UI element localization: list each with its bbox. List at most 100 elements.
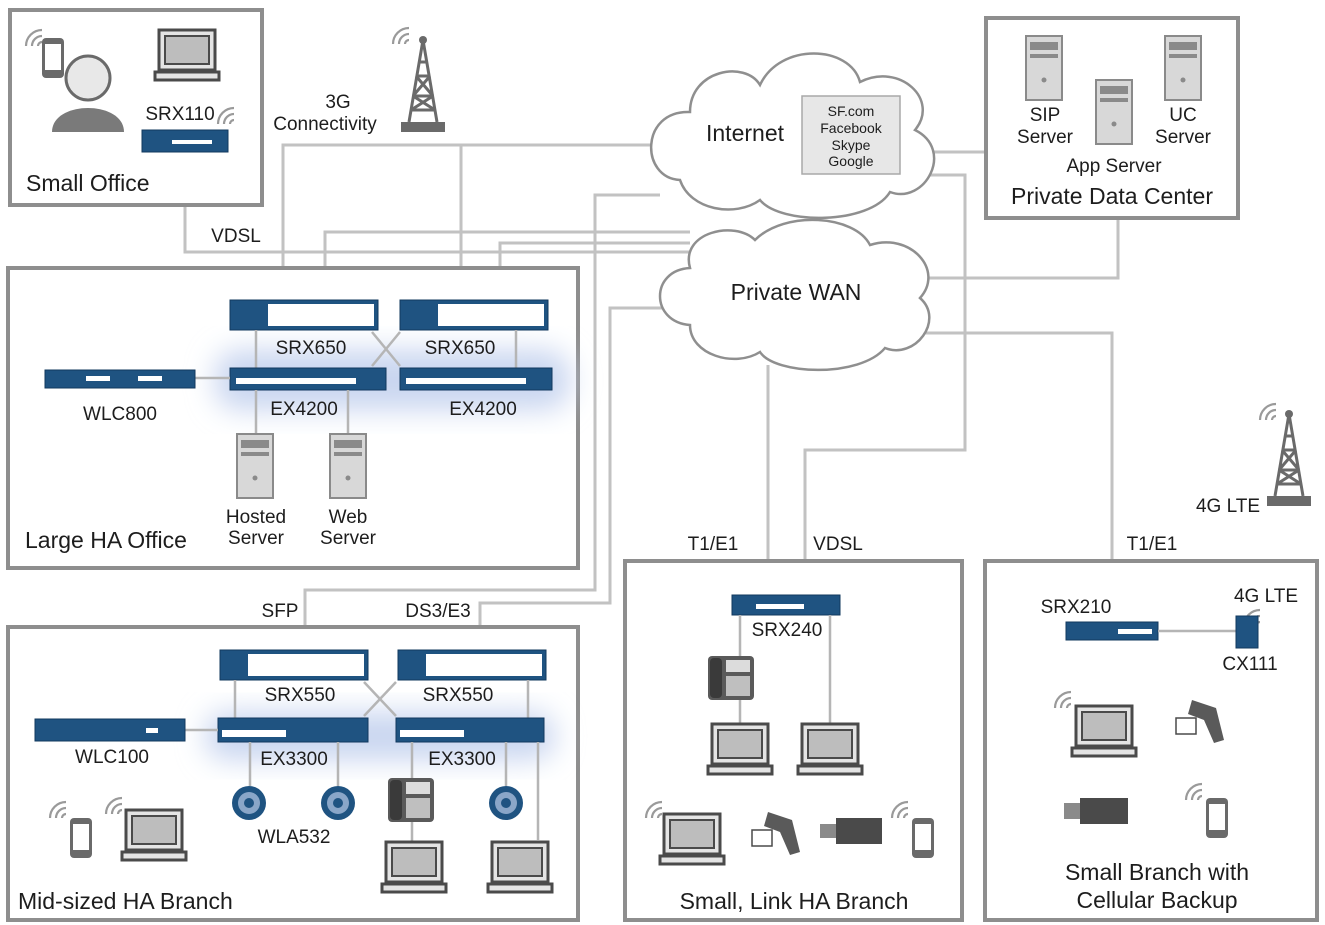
uc-label-2: Server bbox=[1155, 127, 1212, 148]
private-wan-cloud: Private WAN bbox=[658, 218, 931, 372]
web-label-1: Web bbox=[329, 507, 368, 528]
srx110-ports bbox=[172, 140, 212, 144]
srx550-b-panel bbox=[426, 654, 542, 676]
server-icon bbox=[1025, 35, 1063, 101]
t1-label-b: T1/E1 bbox=[1127, 534, 1178, 555]
saas-google: Google bbox=[828, 153, 873, 169]
sip-label-2: Server bbox=[1017, 127, 1074, 148]
srx110-label: SRX110 bbox=[145, 104, 214, 125]
phone-icon bbox=[912, 818, 934, 858]
access-point-icon bbox=[321, 786, 355, 820]
srx210-ports bbox=[1118, 629, 1152, 634]
laptop-icon bbox=[153, 28, 221, 82]
wifi-icon bbox=[391, 26, 411, 46]
usb-modem-icon bbox=[1064, 798, 1128, 824]
ex4200-a-label: EX4200 bbox=[270, 399, 338, 420]
srx550-b-label: SRX550 bbox=[423, 685, 494, 706]
cx111-label: CX111 bbox=[1222, 654, 1277, 675]
server-icon bbox=[1164, 35, 1202, 101]
phone-icon bbox=[70, 818, 92, 858]
ex4200-b-ports bbox=[406, 378, 526, 384]
server-icon bbox=[329, 433, 367, 499]
user-icon bbox=[52, 54, 124, 132]
4g-tower-label: 4G LTE bbox=[1196, 496, 1260, 517]
srx240-ports bbox=[756, 604, 804, 609]
ip-phone-icon bbox=[388, 778, 434, 822]
ex3300-a-ports bbox=[222, 730, 286, 737]
sip-label-1: SIP bbox=[1030, 105, 1061, 126]
small-cell-title-2: Cellular Backup bbox=[1076, 887, 1237, 913]
tower-icon bbox=[399, 34, 447, 134]
wlc800-device bbox=[44, 369, 196, 389]
wlc100-label: WLC100 bbox=[75, 747, 149, 768]
uc-label-1: UC bbox=[1169, 105, 1196, 126]
srx550-a-panel bbox=[248, 654, 364, 676]
internet-cloud: Internet SF.com Facebook Skype Google bbox=[649, 52, 936, 220]
wlc800-ports bbox=[138, 376, 162, 381]
srx650-a-label: SRX650 bbox=[276, 338, 347, 359]
phone-icon bbox=[1206, 798, 1228, 838]
saas-box bbox=[801, 95, 901, 175]
access-point-icon bbox=[489, 786, 523, 820]
sfp-label: SFP bbox=[262, 601, 299, 622]
large-ha-office: SRX650 SRX650 EX4200 EX4200 WLC800 Hoste… bbox=[25, 299, 570, 553]
server-icon bbox=[1095, 79, 1133, 145]
small-office-title: Small Office bbox=[26, 170, 150, 196]
laptop-icon bbox=[120, 808, 188, 862]
saas-sfcom: SF.com bbox=[828, 103, 875, 119]
ha-glow bbox=[215, 350, 570, 410]
small-cellular-branch: SRX210 4G LTE CX111 Small Branch with Ce… bbox=[1041, 586, 1298, 913]
ds3-label: DS3/E3 bbox=[405, 601, 470, 622]
barcode-scanner-icon bbox=[1175, 700, 1224, 743]
web-label-2: Server bbox=[320, 528, 377, 549]
ex4200-a-ports bbox=[236, 378, 356, 384]
ip-phone-icon bbox=[708, 656, 754, 700]
small-link-ha-branch: SRX240 Small, Link HA Branch bbox=[644, 594, 934, 914]
cx111-device bbox=[1235, 615, 1259, 649]
srx650-b-panel bbox=[438, 304, 544, 326]
srx210-label: SRX210 bbox=[1041, 597, 1112, 618]
barcode-scanner-icon bbox=[751, 812, 800, 855]
srx240-label: SRX240 bbox=[752, 620, 823, 641]
hosted-label-1: Hosted bbox=[226, 507, 286, 528]
vdsl-label: VDSL bbox=[211, 226, 261, 247]
saas-skype: Skype bbox=[832, 137, 871, 153]
wlc800-label: WLC800 bbox=[83, 404, 157, 425]
t1-label-a: T1/E1 bbox=[688, 534, 739, 555]
phone-icon bbox=[42, 38, 64, 78]
small-office: SRX110 Small Office bbox=[24, 28, 236, 196]
ex3300-a-label: EX3300 bbox=[260, 749, 328, 770]
srx650-b-label: SRX650 bbox=[425, 338, 496, 359]
usb-modem-icon bbox=[820, 818, 882, 844]
wlc800-ports bbox=[86, 376, 110, 381]
wifi-icon bbox=[1258, 402, 1278, 422]
tower-icon bbox=[1265, 408, 1313, 508]
laptop-icon bbox=[486, 840, 554, 894]
private-wan-label: Private WAN bbox=[731, 279, 862, 305]
wlc100-ports bbox=[146, 728, 158, 733]
saas-facebook: Facebook bbox=[820, 120, 882, 136]
access-point-icon bbox=[232, 786, 266, 820]
server-icon bbox=[236, 433, 274, 499]
laptop-icon bbox=[380, 840, 448, 894]
hosted-label-2: Server bbox=[228, 528, 285, 549]
mid-ha-title: Mid-sized HA Branch bbox=[18, 888, 233, 914]
internet-label: Internet bbox=[706, 120, 785, 146]
connectivity-label: Connectivity bbox=[273, 114, 377, 135]
ex4200-b-label: EX4200 bbox=[449, 399, 517, 420]
lte-modem-label: 4G LTE bbox=[1234, 586, 1298, 607]
laptop-icon bbox=[796, 722, 864, 776]
wla532-label: WLA532 bbox=[258, 827, 331, 848]
laptop-icon bbox=[658, 812, 726, 866]
vdsl-label-b: VDSL bbox=[813, 534, 863, 555]
small-cell-title-1: Small Branch with bbox=[1065, 859, 1249, 885]
laptop-icon bbox=[1070, 704, 1138, 758]
private-dc-title: Private Data Center bbox=[1011, 183, 1213, 209]
srx650-a-panel bbox=[268, 304, 374, 326]
srx550-a-label: SRX550 bbox=[265, 685, 336, 706]
ex3300-b-label: EX3300 bbox=[428, 749, 496, 770]
small-link-ha-title: Small, Link HA Branch bbox=[680, 888, 909, 914]
app-server-label: App Server bbox=[1066, 156, 1162, 177]
large-ha-title: Large HA Office bbox=[25, 527, 187, 553]
